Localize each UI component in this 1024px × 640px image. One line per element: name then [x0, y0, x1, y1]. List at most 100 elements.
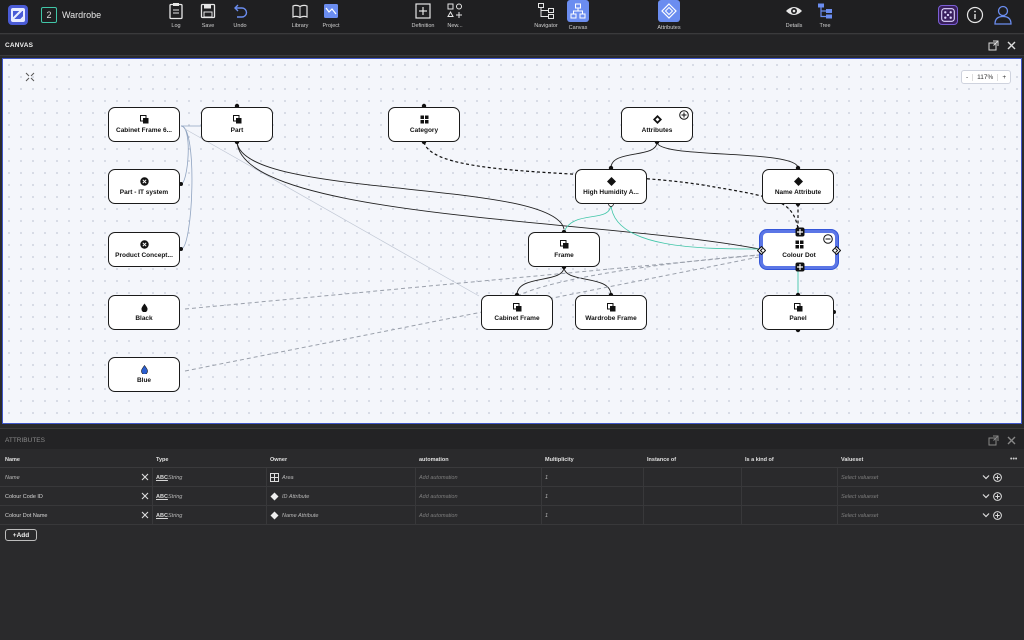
- attr-type[interactable]: String: [168, 494, 183, 500]
- node-attributes[interactable]: Attributes: [621, 107, 693, 142]
- attr-multiplicity[interactable]: 1: [545, 475, 549, 481]
- project-book-icon: [324, 4, 338, 18]
- string-type-icon: ABC: [156, 513, 168, 519]
- table-row[interactable]: Colour Dot Name ABC String Name Attribut…: [0, 506, 1024, 525]
- attr-automation[interactable]: Add automation: [419, 494, 458, 500]
- user-profile-button[interactable]: [993, 4, 1013, 26]
- attr-owner[interactable]: Area: [282, 475, 294, 481]
- chevron-down-icon[interactable]: [982, 492, 990, 500]
- attr-owner[interactable]: ID Attribute: [282, 494, 310, 500]
- dice-plugin-button[interactable]: [938, 5, 958, 25]
- col-name[interactable]: Name: [5, 457, 20, 463]
- remove-x-icon[interactable]: [141, 473, 149, 481]
- log-button[interactable]: Log: [161, 2, 191, 32]
- undo-button[interactable]: Undo: [225, 2, 255, 32]
- remove-circle-icon[interactable]: [823, 234, 833, 244]
- attr-owner[interactable]: Name Attribute: [282, 513, 319, 519]
- zoom-level[interactable]: 117%: [972, 73, 999, 81]
- library-button[interactable]: Library: [285, 2, 315, 32]
- close-icon[interactable]: [1006, 40, 1017, 51]
- attr-valueset[interactable]: Select valueset: [841, 513, 879, 519]
- attr-automation[interactable]: Add automation: [419, 513, 458, 519]
- info-button[interactable]: [966, 6, 984, 24]
- col-type[interactable]: Type: [156, 457, 169, 463]
- attr-name[interactable]: Colour Code ID: [5, 494, 43, 500]
- col-automation[interactable]: automation: [419, 457, 449, 463]
- attr-valueset[interactable]: Select valueset: [841, 494, 879, 500]
- tree-button[interactable]: Tree: [810, 2, 840, 32]
- node-frame[interactable]: Frame: [528, 232, 600, 267]
- info-icon: [966, 6, 984, 24]
- diagram-canvas[interactable]: - 117% + Cabinet Frame 6... Part Categor…: [2, 58, 1022, 424]
- navigator-button[interactable]: Navigator: [531, 2, 561, 32]
- left-handle-icon[interactable]: [757, 246, 766, 255]
- user-icon: [994, 5, 1012, 25]
- col-valueset[interactable]: Valueset: [841, 457, 864, 463]
- node-product-concept[interactable]: Product Concept...: [108, 232, 180, 267]
- add-attribute-button[interactable]: +Add: [5, 529, 37, 541]
- attr-type[interactable]: String: [168, 475, 183, 481]
- zoom-out-button[interactable]: -: [966, 73, 969, 81]
- node-label: Attributes: [641, 127, 673, 134]
- col-is-a-kind-of[interactable]: Is a kind of: [745, 457, 774, 463]
- node-wardrobe-frame[interactable]: Wardrobe Frame: [575, 295, 647, 330]
- node-black[interactable]: Black: [108, 295, 180, 330]
- node-high-humidity[interactable]: High Humidity A...: [575, 169, 647, 204]
- save-button[interactable]: Save: [193, 2, 223, 32]
- canvas-panel-header: CANVAS: [0, 35, 1024, 56]
- table-row[interactable]: Colour Code ID ABC String ID Attribute A…: [0, 487, 1024, 506]
- node-colour-dot[interactable]: Colour Dot: [757, 227, 841, 272]
- node-cabinet-frame-6[interactable]: Cabinet Frame 6...: [108, 107, 180, 142]
- col-instance-of[interactable]: Instance of: [647, 457, 677, 463]
- attr-type[interactable]: String: [168, 513, 183, 519]
- add-top-handle-icon[interactable]: [795, 227, 805, 237]
- fit-view-icon[interactable]: [25, 72, 35, 82]
- node-name-attribute[interactable]: Name Attribute: [762, 169, 834, 204]
- node-category[interactable]: Category: [388, 107, 460, 142]
- col-owner[interactable]: Owner: [270, 457, 288, 463]
- node-label: Product Concept...: [115, 252, 173, 259]
- popout-icon[interactable]: [988, 40, 999, 51]
- more-options-icon[interactable]: •••: [1010, 456, 1018, 463]
- attr-name[interactable]: Colour Dot Name: [5, 513, 48, 519]
- col-multiplicity[interactable]: Multiplicity: [545, 457, 574, 463]
- add-bottom-handle-icon[interactable]: [795, 262, 805, 272]
- add-circle-icon[interactable]: [679, 110, 689, 120]
- attr-multiplicity[interactable]: 1: [545, 513, 549, 519]
- node-cabinet-frame[interactable]: Cabinet Frame: [481, 295, 553, 330]
- attr-name[interactable]: Name: [5, 475, 20, 481]
- zoom-in-button[interactable]: +: [1002, 73, 1007, 81]
- area-grid-icon: [270, 473, 279, 482]
- add-circle-icon[interactable]: [993, 473, 1002, 482]
- add-circle-icon[interactable]: [993, 492, 1002, 501]
- chevron-down-icon[interactable]: [982, 511, 990, 519]
- popout-icon[interactable]: [988, 435, 999, 446]
- chevron-down-icon[interactable]: [982, 473, 990, 481]
- right-handle-icon[interactable]: [832, 246, 841, 255]
- workspace-number-badge[interactable]: 2: [41, 7, 57, 23]
- node-label: Panel: [789, 315, 807, 322]
- project-button[interactable]: Project: [316, 2, 346, 32]
- remove-x-icon[interactable]: [141, 511, 149, 519]
- attr-automation[interactable]: Add automation: [419, 475, 458, 481]
- definition-button[interactable]: Definition: [408, 2, 438, 32]
- node-part[interactable]: Part: [201, 107, 273, 142]
- add-circle-icon[interactable]: [993, 511, 1002, 520]
- node-panel[interactable]: Panel: [762, 295, 834, 330]
- attr-multiplicity[interactable]: 1: [545, 494, 549, 500]
- details-button[interactable]: Details: [779, 2, 809, 32]
- node-blue[interactable]: Blue: [108, 357, 180, 392]
- node-part-it-system[interactable]: Part - IT system: [108, 169, 180, 204]
- canvas-panel-title: CANVAS: [5, 42, 34, 49]
- eye-icon: [786, 7, 802, 15]
- close-icon[interactable]: [1006, 435, 1017, 446]
- new-button[interactable]: New...: [440, 2, 470, 32]
- app-logo[interactable]: [8, 5, 28, 25]
- attributes-button[interactable]: Attributes: [654, 0, 684, 32]
- attributes-diamond-icon: [652, 115, 662, 124]
- node-label: Part: [230, 127, 244, 134]
- table-row[interactable]: Name ABC String Area Add automation 1 Se…: [0, 468, 1024, 487]
- remove-x-icon[interactable]: [141, 492, 149, 500]
- attr-valueset[interactable]: Select valueset: [841, 475, 879, 481]
- canvas-button[interactable]: Canvas: [563, 0, 593, 32]
